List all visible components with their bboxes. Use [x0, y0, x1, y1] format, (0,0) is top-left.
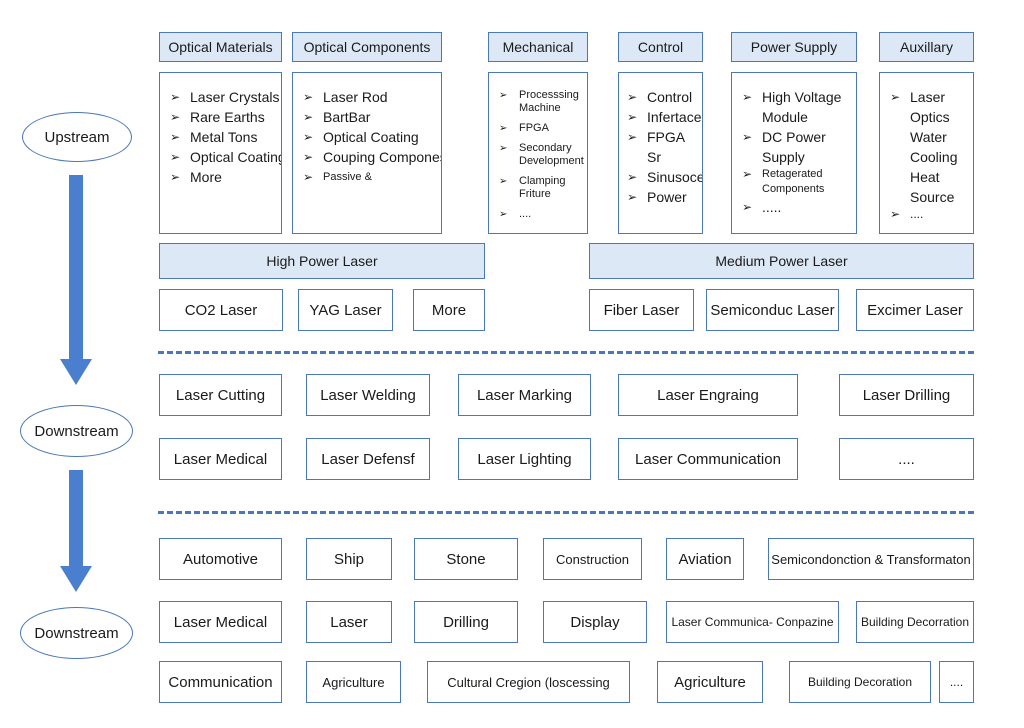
list-item: Control	[627, 87, 698, 107]
band-high-power-laser: High Power Laser	[159, 243, 485, 279]
industry-construction: Construction	[543, 538, 642, 580]
list-item: Laser Rod	[303, 87, 437, 107]
list-item: Couping Compones	[303, 147, 441, 167]
list-item: ....	[499, 208, 583, 221]
list-item: Passive &	[303, 167, 437, 187]
application-laser-drilling: Laser Drilling	[839, 374, 974, 416]
header-optical-materials: Optical Materials	[159, 32, 282, 62]
list-optical-materials: Laser Crystals Rare Earths Metal Tons Op…	[159, 72, 282, 234]
industry-display: Display	[543, 601, 647, 643]
list-item: FPGA Sr	[627, 127, 687, 167]
list-optical-components: Laser Rod BartBar Optical Coating Coupin…	[292, 72, 442, 234]
header-control: Control	[618, 32, 703, 62]
application-laser-engraving: Laser Engraing	[618, 374, 798, 416]
list-item: Clamping Friture	[499, 175, 583, 201]
list-item: BartBar	[303, 107, 437, 127]
list-power-supply: High Voltage Module DC Power Supply Reta…	[731, 72, 857, 234]
stage-upstream: Upstream	[22, 112, 132, 162]
header-auxillary: Auxillary	[879, 32, 974, 62]
laser-type-fiber: Fiber Laser	[589, 289, 694, 331]
application-laser-marking: Laser Marking	[458, 374, 591, 416]
industry-agriculture-2: Agriculture	[657, 661, 763, 703]
list-item: Retagerated Components	[742, 167, 852, 197]
band-medium-power-laser: Medium Power Laser	[589, 243, 974, 279]
industry-agriculture-1: Agriculture	[306, 661, 401, 703]
application-more: ....	[839, 438, 974, 480]
list-item-no-bullet: ....	[890, 207, 969, 221]
application-laser-welding: Laser Welding	[306, 374, 430, 416]
industry-semiconductor-transformation: Semicondonction & Transformaton	[768, 538, 974, 580]
stage-downstream-2: Downstream	[20, 607, 133, 659]
industry-drilling: Drilling	[414, 601, 518, 643]
list-item: Laser Optics Water Cooling Heat Source	[890, 87, 960, 207]
laser-type-semiconductor: Semiconduc Laser	[706, 289, 839, 331]
list-item: DC Power Supply	[742, 127, 834, 167]
industry-building-decoration: Building Decorration	[856, 601, 974, 643]
list-item: FPGA	[499, 122, 583, 135]
industry-more: ....	[939, 661, 974, 703]
industry-laser-medical: Laser Medical	[159, 601, 282, 643]
header-optical-components: Optical Components	[292, 32, 442, 62]
industry-stone: Stone	[414, 538, 518, 580]
divider-dashed	[158, 351, 974, 354]
application-laser-defense: Laser Defensf	[306, 438, 430, 480]
industry-laser-communication: Laser Communica- Conpazine	[666, 601, 839, 643]
list-item: Laser Crystals	[170, 87, 279, 107]
list-item: Infertace	[627, 107, 701, 127]
list-item: Processsing Machine	[499, 89, 583, 115]
industry-aviation: Aviation	[666, 538, 744, 580]
list-mechanical: Processsing Machine FPGA Secondary Devel…	[488, 72, 588, 234]
industry-building-decoration-2: Building Decoration	[789, 661, 931, 703]
industry-automotive: Automotive	[159, 538, 282, 580]
arrow-down-1	[60, 175, 92, 385]
industry-ship: Ship	[306, 538, 392, 580]
list-item: Optical Coatings	[170, 147, 281, 167]
list-item: High Voltage Module	[742, 87, 852, 127]
laser-type-excimer: Excimer Laser	[856, 289, 974, 331]
arrow-down-2	[60, 470, 92, 592]
list-item: Sinusoce	[627, 167, 702, 187]
header-power-supply: Power Supply	[731, 32, 857, 62]
list-item: Secondary Development	[499, 142, 584, 168]
list-item-no-bullet: .....	[742, 197, 852, 217]
laser-type-more: More	[413, 289, 485, 331]
stage-downstream-1: Downstream	[20, 405, 133, 457]
list-control: Control Infertace FPGA Sr Sinusoce Power	[618, 72, 703, 234]
industry-laser: Laser	[306, 601, 392, 643]
application-laser-communication: Laser Communication	[618, 438, 798, 480]
industry-communication: Communication	[159, 661, 282, 703]
list-item: Optical Coating	[303, 127, 437, 147]
application-laser-lighting: Laser Lighting	[458, 438, 591, 480]
laser-type-co2: CO2 Laser	[159, 289, 283, 331]
list-auxillary: Laser Optics Water Cooling Heat Source .…	[879, 72, 974, 234]
list-item: Rare Earths	[170, 107, 277, 127]
divider-dashed	[158, 511, 974, 514]
header-mechanical: Mechanical	[488, 32, 588, 62]
industry-cultural-region-processing: Cultural Cregion (loscessing	[427, 661, 630, 703]
laser-type-yag: YAG Laser	[298, 289, 393, 331]
list-item: Power	[627, 187, 698, 207]
application-laser-medical: Laser Medical	[159, 438, 282, 480]
application-laser-cutting: Laser Cutting	[159, 374, 282, 416]
list-item: Metal Tons	[170, 127, 277, 147]
list-item: More	[170, 167, 277, 187]
